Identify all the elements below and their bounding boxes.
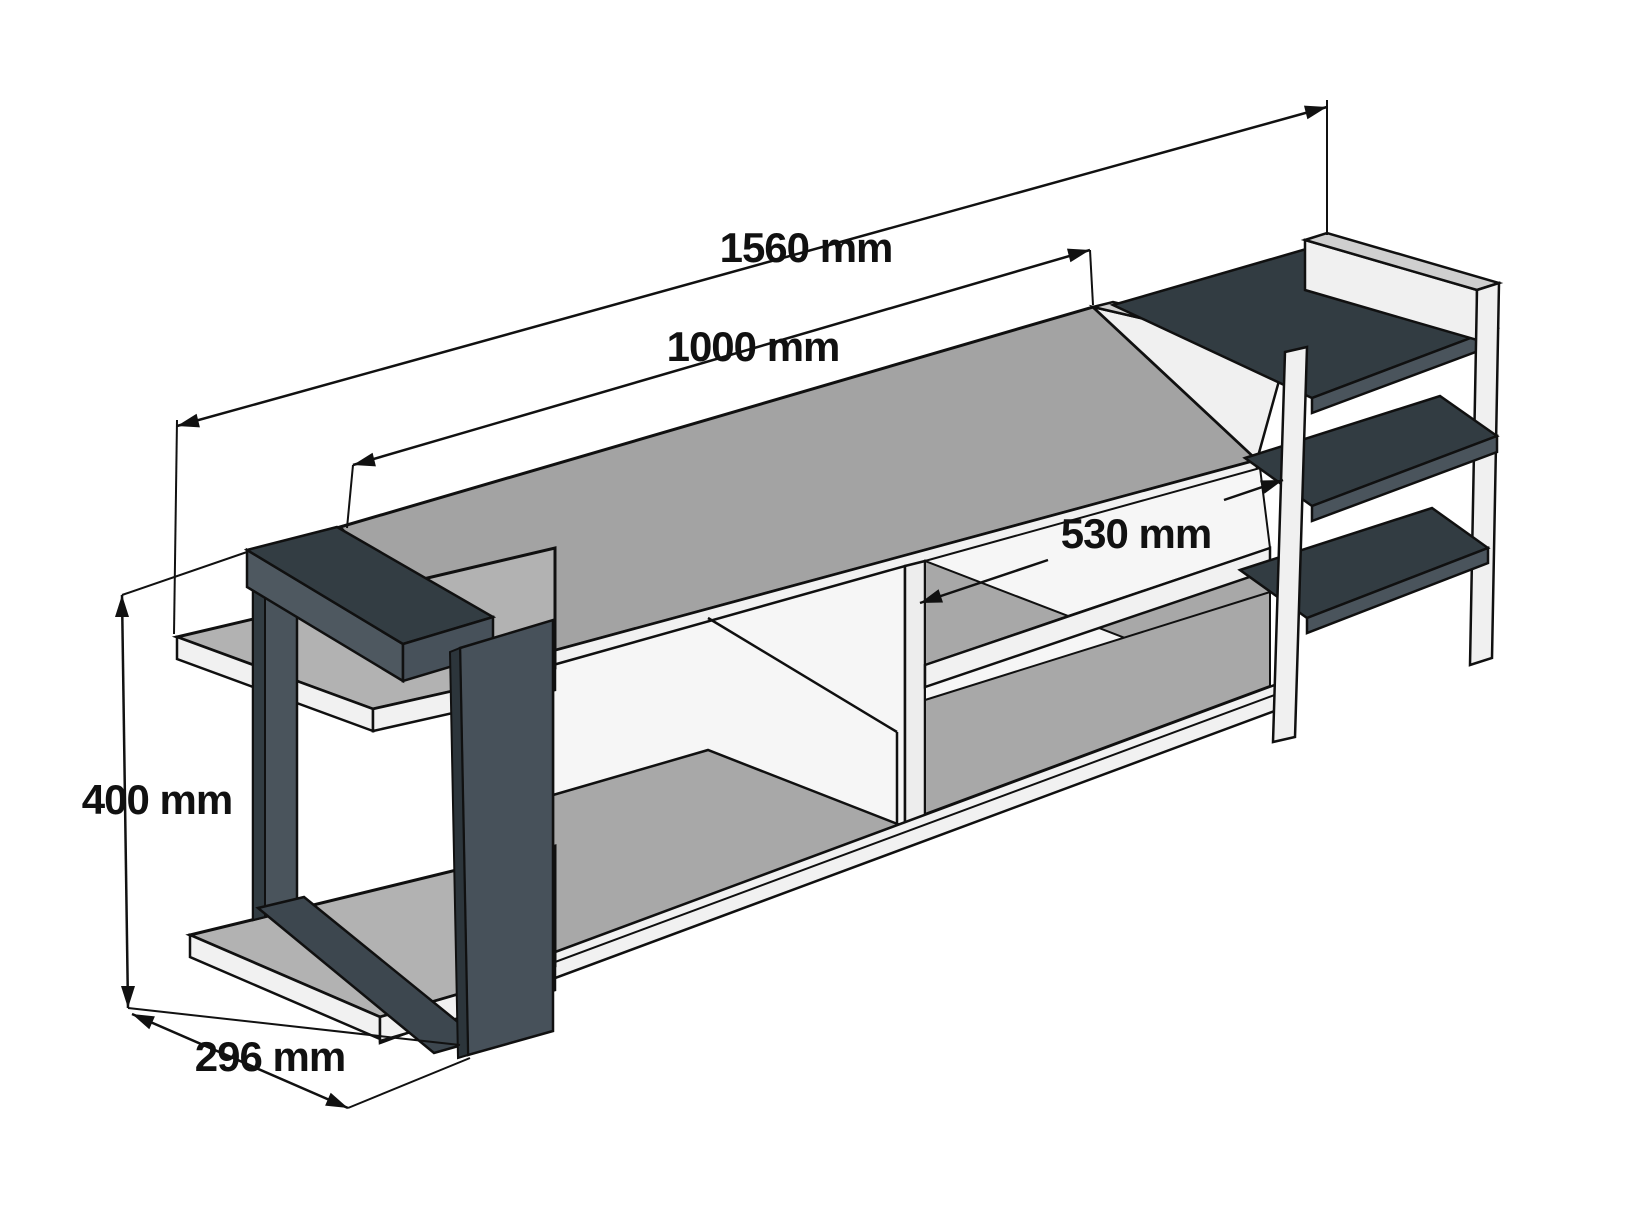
arrowhead <box>325 1092 348 1108</box>
arrowhead <box>177 413 200 428</box>
tower-left-pillar <box>1271 345 1309 744</box>
right-compartment <box>923 466 1272 816</box>
tower-middle-shelf-front <box>1310 434 1499 523</box>
dimension-1560 <box>173 100 1328 635</box>
frame-front-leg <box>458 618 555 1057</box>
dimension-530 <box>919 478 1284 605</box>
arrowhead <box>121 986 135 1008</box>
label-296mm: 296 mm <box>195 1033 345 1080</box>
frame-back-leg-edge <box>252 547 266 922</box>
arrowhead <box>115 595 129 617</box>
arrowhead <box>1304 105 1327 120</box>
frame-front-leg-edge <box>448 646 470 1060</box>
dimension-296 <box>131 1012 471 1110</box>
arrowhead <box>1067 248 1090 263</box>
divider-left-face-top-edge <box>707 616 898 734</box>
label-530mm: 530 mm <box>1061 510 1211 557</box>
dimension-annotations <box>115 100 1328 1110</box>
label-1560mm: 1560 mm <box>720 224 893 271</box>
arrowhead <box>353 452 376 467</box>
arrowhead <box>132 1014 155 1030</box>
charcoal-frame <box>243 525 555 1060</box>
label-400mm: 400 mm <box>82 776 232 823</box>
shelf-tower <box>1109 231 1504 744</box>
label-1000mm: 1000 mm <box>667 323 840 370</box>
dimension-400 <box>115 551 461 1046</box>
tower-bottom-shelf-front <box>1305 546 1490 635</box>
dimension-1000 <box>346 248 1094 529</box>
arrowhead <box>1260 480 1283 494</box>
arrowhead <box>920 589 943 603</box>
